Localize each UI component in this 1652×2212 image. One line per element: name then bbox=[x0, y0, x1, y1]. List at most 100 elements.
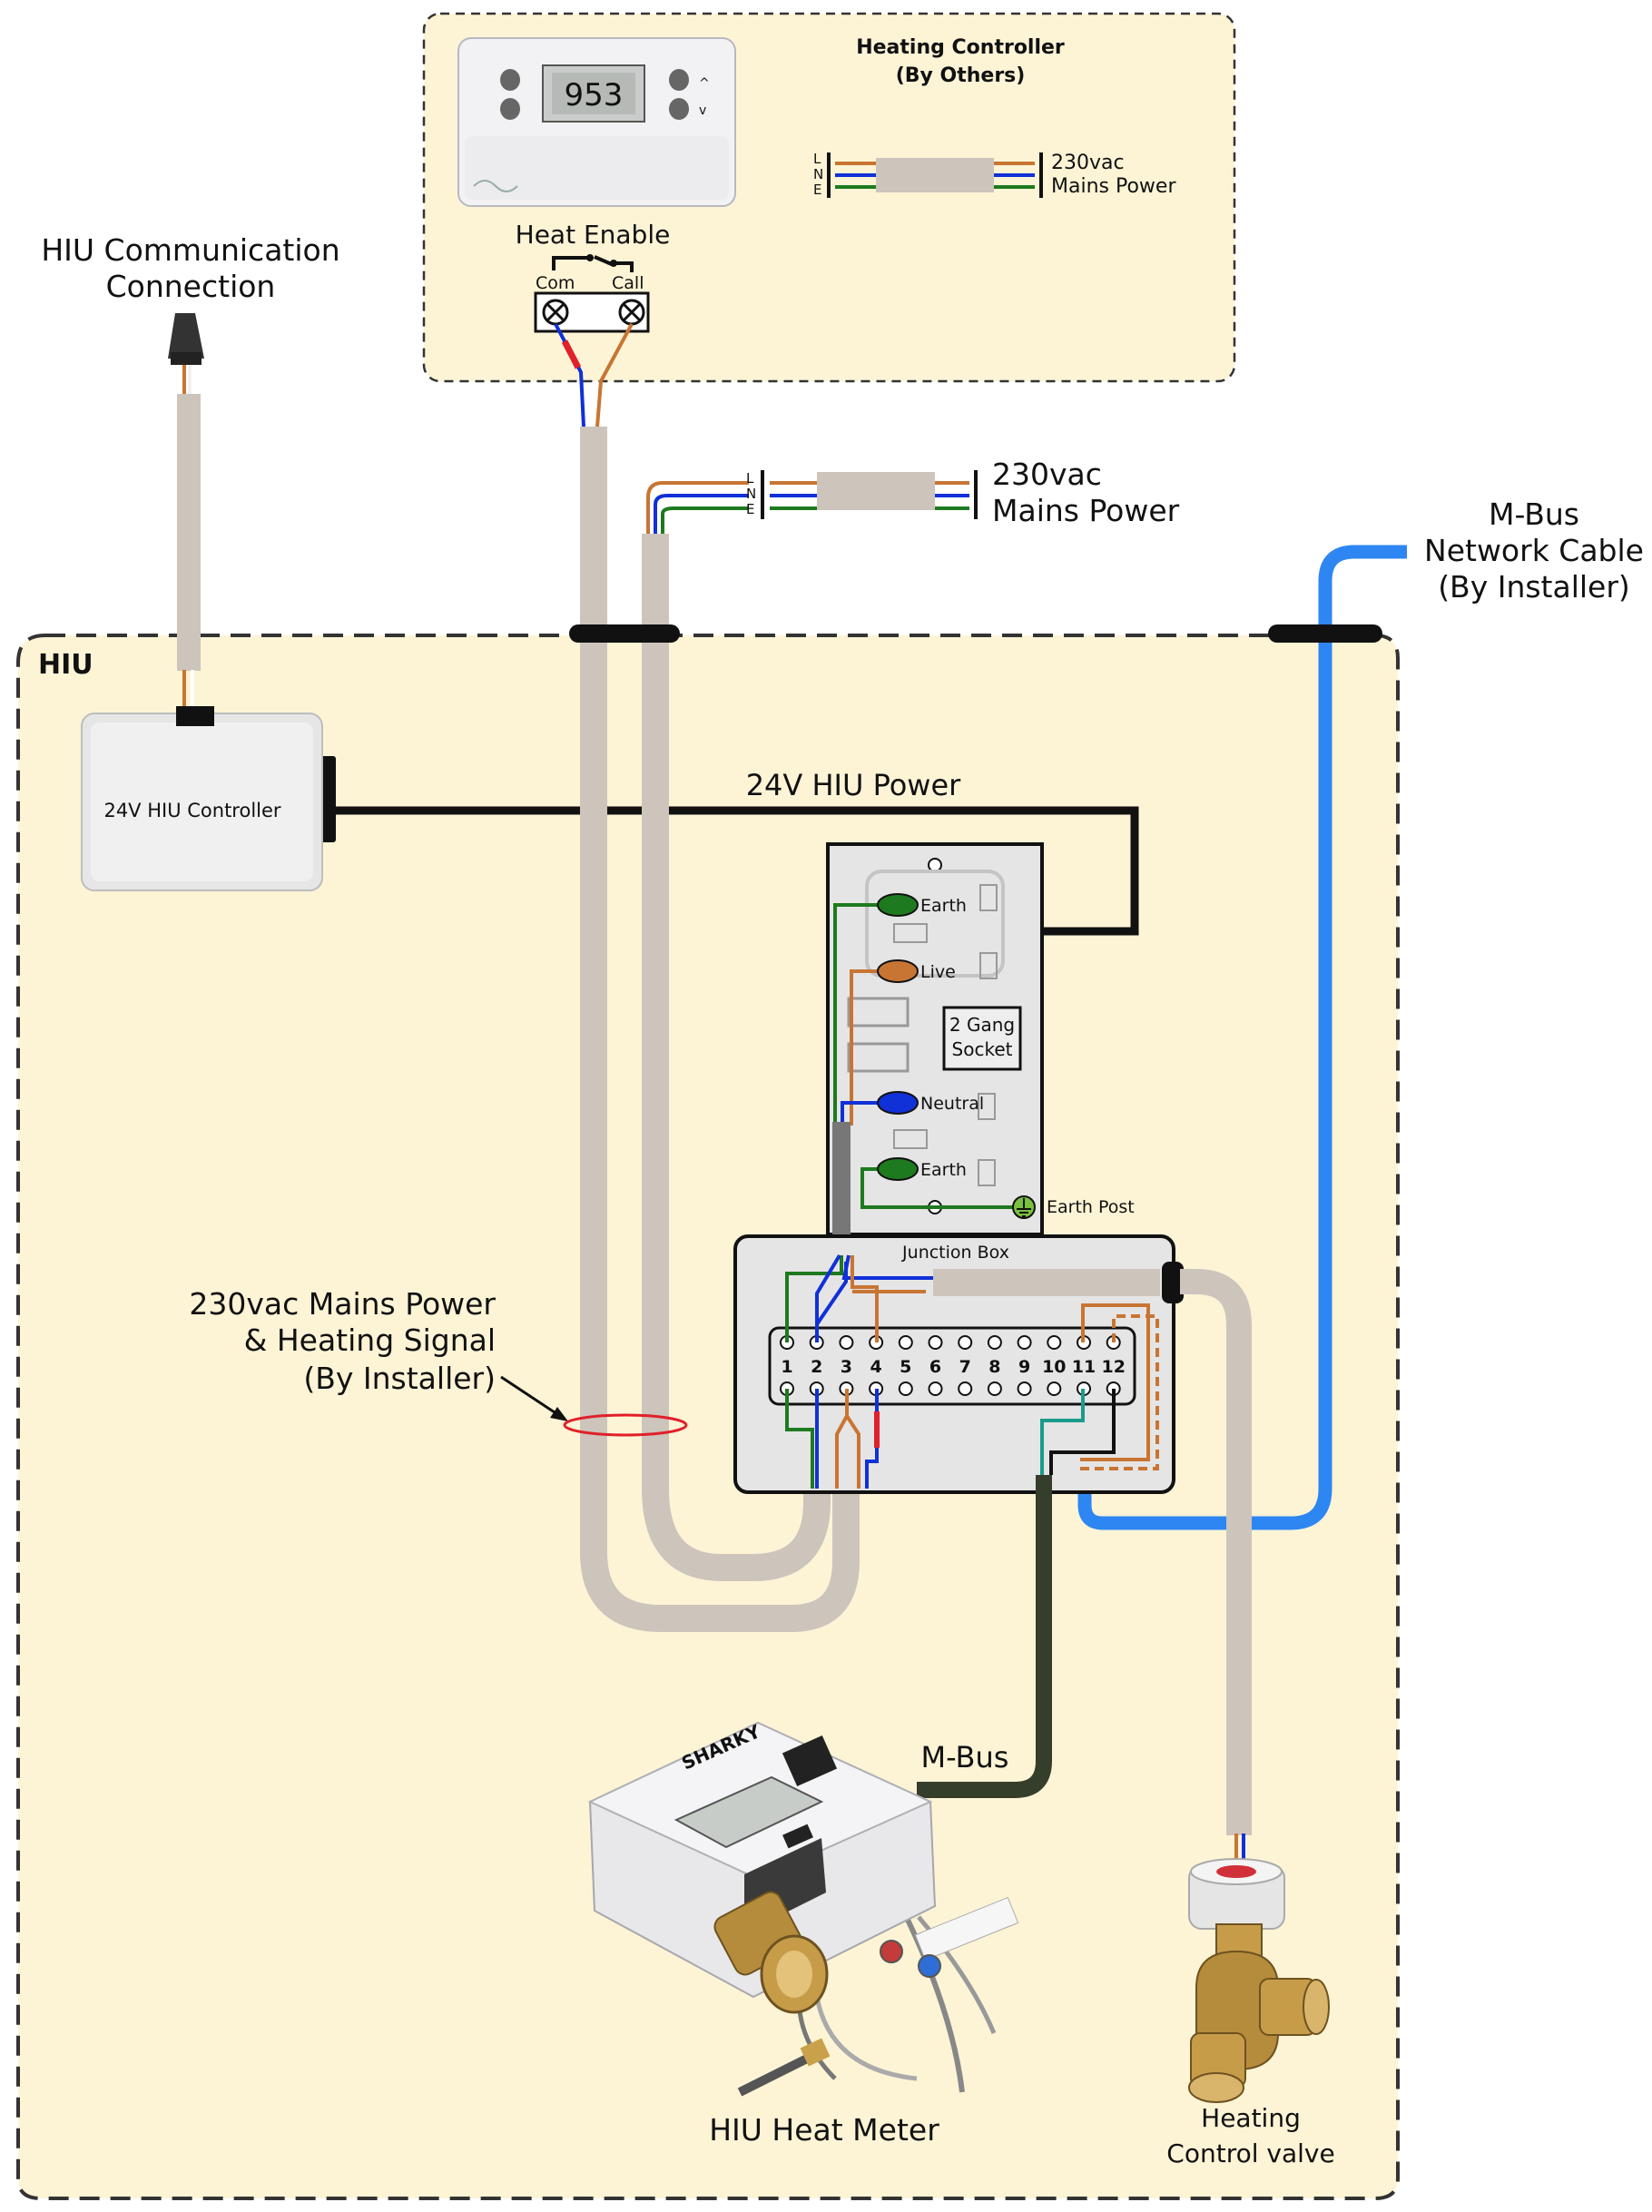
socket-earth-terminal-top bbox=[877, 893, 919, 917]
svg-text:v: v bbox=[699, 103, 706, 118]
terminal-screw-top bbox=[928, 1335, 943, 1350]
terminal-number: 3 bbox=[841, 1357, 852, 1377]
socket-earth-wire-bottom bbox=[860, 1167, 1024, 1209]
comm-label-2: Connection bbox=[106, 269, 276, 304]
mbus-network-label-2: Network Cable bbox=[1424, 533, 1644, 568]
terminal-number: 4 bbox=[870, 1357, 881, 1377]
socket-earth-terminal-bottom bbox=[877, 1157, 919, 1181]
mbus-cable-gland bbox=[1268, 624, 1382, 643]
terminal-number: 1 bbox=[781, 1357, 792, 1377]
heat-enable-brown-wire bbox=[595, 323, 634, 428]
hiu-label: HIU bbox=[38, 649, 93, 681]
mbus-label: M-Bus bbox=[921, 1740, 1009, 1775]
call-label: Call bbox=[612, 273, 644, 293]
terminal-screw-bottom bbox=[1017, 1381, 1032, 1396]
mains-n-label: N bbox=[746, 486, 756, 502]
installer-label-2: & Heating Signal bbox=[244, 1322, 496, 1358]
controller-e-label: E bbox=[813, 182, 821, 198]
terminal-number: 9 bbox=[1018, 1357, 1030, 1377]
terminal-number: 8 bbox=[988, 1357, 1000, 1377]
terminal-number: 6 bbox=[929, 1357, 941, 1377]
mbus-meter-cable bbox=[917, 1475, 1052, 1798]
earth-post-label: Earth Post bbox=[1047, 1197, 1135, 1217]
terminal-screw-bottom bbox=[1047, 1381, 1062, 1396]
junction-box-title: Junction Box bbox=[901, 1243, 1009, 1263]
24v-power-label: 24V HIU Power bbox=[746, 768, 961, 802]
installer-callout-ring bbox=[563, 1413, 688, 1437]
terminal-screw-top bbox=[898, 1335, 913, 1350]
terminal-screw-top bbox=[1047, 1335, 1062, 1350]
terminal-number: 5 bbox=[900, 1357, 911, 1377]
socket-neutral-terminal bbox=[877, 1091, 919, 1115]
terminal-screw-bottom bbox=[987, 1381, 1002, 1396]
terminal-screw-bottom bbox=[958, 1381, 973, 1396]
mains-power-label-2: Mains Power bbox=[992, 493, 1180, 528]
heat-enable-label: Heat Enable bbox=[516, 220, 671, 250]
terminal-number: 7 bbox=[959, 1357, 971, 1377]
comm-cable bbox=[177, 394, 201, 671]
terminal-number: 11 bbox=[1072, 1357, 1096, 1377]
socket-gang-label-2: Socket bbox=[952, 1038, 1013, 1060]
mains-power-label-1: 230vac bbox=[992, 457, 1102, 492]
control-valve-icon bbox=[1188, 1858, 1330, 2103]
24v-power-cable bbox=[334, 806, 1139, 936]
mains-e-label: E bbox=[746, 501, 754, 517]
valve-cable bbox=[1180, 1269, 1252, 1835]
heating-signal-cable bbox=[580, 427, 860, 1632]
socket-live-wire bbox=[850, 969, 878, 1126]
socket-earth-label-bottom: Earth bbox=[920, 1160, 967, 1180]
socket-live-label: Live bbox=[920, 962, 956, 982]
socket-earth-wire-top bbox=[833, 903, 878, 1126]
controller-mains-lead bbox=[827, 152, 1043, 198]
comm-label-1: HIU Communication bbox=[41, 232, 339, 268]
installer-label-3: (By Installer) bbox=[303, 1361, 496, 1396]
mbus-network-label-1: M-Bus bbox=[1489, 496, 1579, 532]
mains-l-label: L bbox=[746, 470, 754, 487]
controller-power-label-2: Mains Power bbox=[1051, 175, 1176, 198]
heat-meter-icon: SHARKY bbox=[587, 1720, 1019, 2097]
svg-text:^: ^ bbox=[699, 76, 710, 91]
heat-meter-label: HIU Heat Meter bbox=[709, 2112, 939, 2148]
controller-power-label-1: 230vac bbox=[1051, 152, 1125, 174]
terminal-number: 10 bbox=[1042, 1357, 1066, 1377]
heat-enable-switch-icon bbox=[552, 254, 634, 272]
cable-gland bbox=[569, 624, 680, 643]
valve-label-1: Heating bbox=[1201, 2103, 1301, 2133]
terminal-screw-top bbox=[958, 1335, 973, 1350]
mains-supply-lead bbox=[646, 470, 978, 534]
mbus-network-label-3: (By Installer) bbox=[1438, 569, 1630, 605]
hiu-controller-box bbox=[81, 706, 336, 891]
terminal-screw-top bbox=[987, 1335, 1002, 1350]
earth-post-icon bbox=[1012, 1195, 1036, 1219]
socket-flex-cable bbox=[832, 1122, 851, 1258]
terminal-strip bbox=[768, 1326, 1136, 1406]
heating-controller-subtitle: (By Others) bbox=[896, 64, 1026, 87]
terminal-number: 2 bbox=[811, 1357, 822, 1377]
terminal-screw-bottom bbox=[898, 1381, 913, 1396]
terminal-screw-top bbox=[1017, 1335, 1032, 1350]
thermostat-icon: 953 ^ v bbox=[457, 37, 736, 207]
installer-callout-arrow bbox=[500, 1375, 564, 1420]
socket-gang-label-1: 2 Gang bbox=[949, 1014, 1015, 1036]
heat-enable-terminal-block bbox=[534, 291, 650, 333]
controller-n-label: N bbox=[813, 166, 823, 182]
heating-controller-title: Heating Controller bbox=[856, 36, 1065, 59]
hiu-panel bbox=[16, 634, 1400, 2200]
hiu-controller-label: 24V HIU Controller bbox=[103, 800, 280, 821]
mains-supply-cable bbox=[642, 534, 831, 1581]
terminal-screw-bottom bbox=[928, 1381, 943, 1396]
comm-connector-icon bbox=[168, 313, 204, 399]
com-label: Com bbox=[536, 273, 575, 293]
terminal-screw-top bbox=[839, 1335, 854, 1350]
socket-live-terminal bbox=[877, 959, 919, 983]
valve-cable-internal bbox=[933, 1269, 1160, 1296]
socket-earth-label-top: Earth bbox=[920, 896, 967, 916]
mbus-network-cable bbox=[1077, 545, 1407, 1530]
valve-cable-gland bbox=[1162, 1262, 1184, 1303]
valve-label-2: Control valve bbox=[1166, 2138, 1334, 2168]
socket-neutral-wire bbox=[841, 1101, 878, 1126]
thermostat-display: 953 bbox=[565, 77, 624, 113]
